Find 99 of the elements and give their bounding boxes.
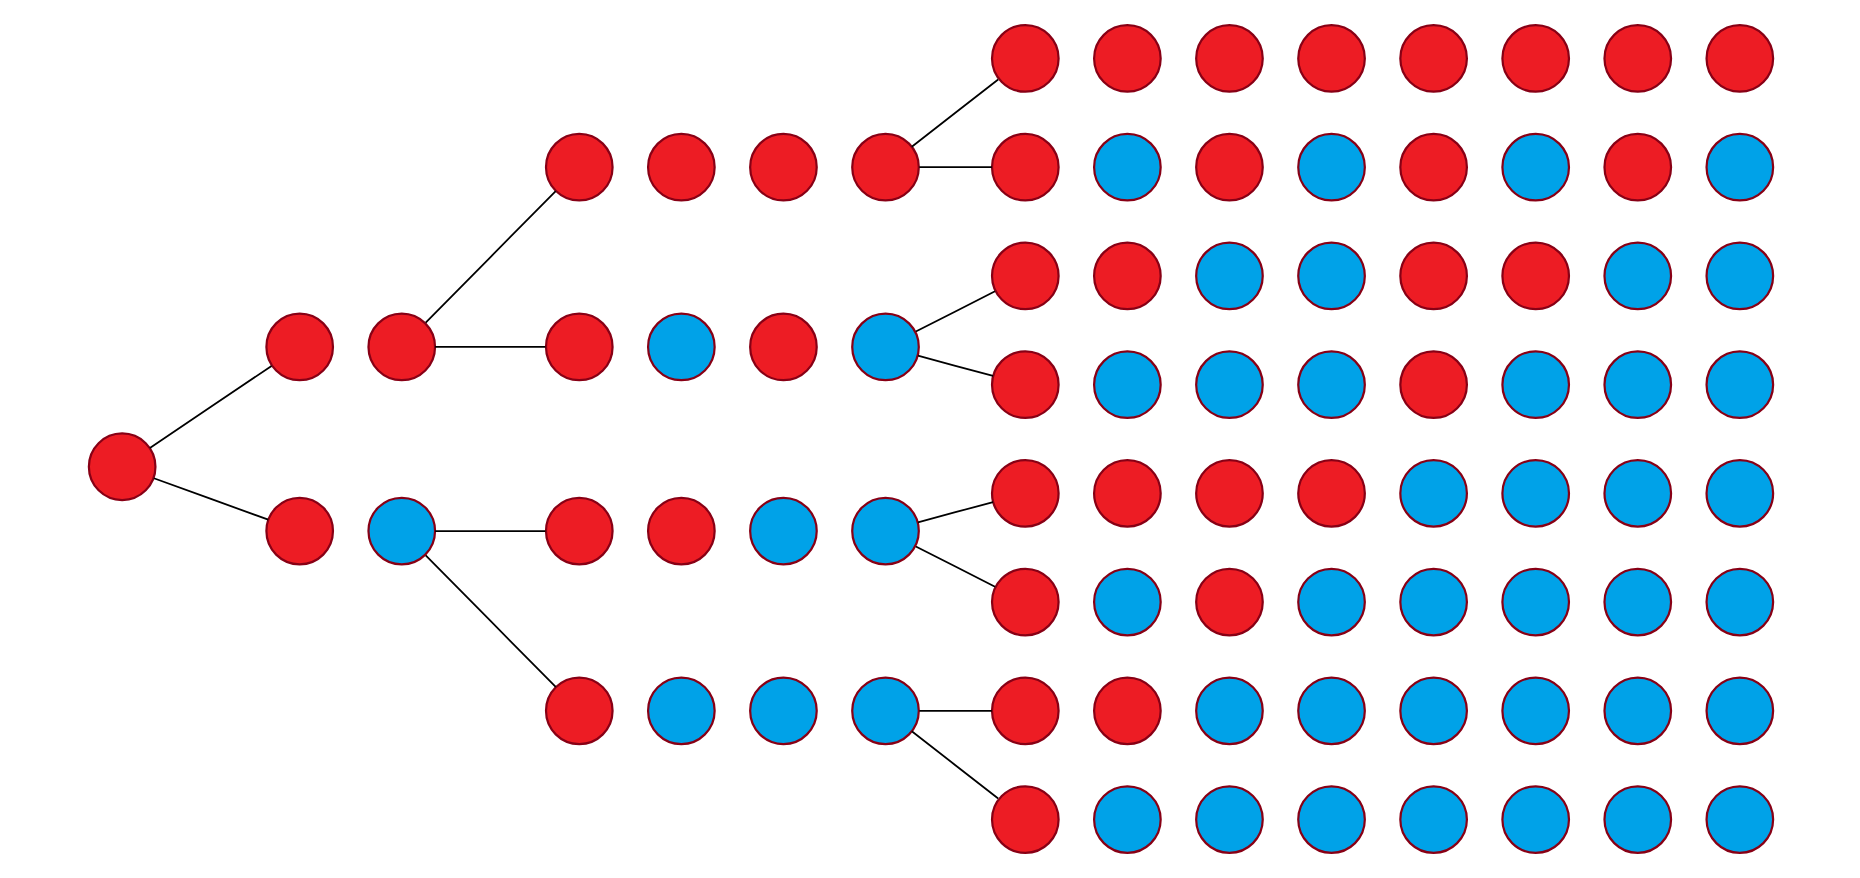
node-circle <box>989 567 1059 637</box>
node-circle <box>1092 785 1161 854</box>
connector <box>917 166 992 169</box>
node-circle <box>1194 132 1263 202</box>
node-circle <box>1194 350 1263 420</box>
node-circle <box>989 132 1059 202</box>
node-circle <box>1704 676 1774 746</box>
connector <box>913 290 995 333</box>
node-circle <box>1602 350 1672 420</box>
node-circle <box>1398 241 1467 311</box>
node-circle <box>1296 785 1365 854</box>
node-circle <box>1602 785 1672 854</box>
node-circle <box>1602 241 1672 311</box>
node-circle <box>989 350 1059 420</box>
node-circle <box>1398 567 1467 637</box>
node-circle <box>989 241 1059 311</box>
node-circle <box>1296 132 1365 202</box>
node-circle <box>1704 350 1774 420</box>
connector <box>917 709 992 712</box>
node-circle <box>264 496 334 566</box>
node-circle <box>543 676 613 746</box>
node-circle <box>1500 350 1570 420</box>
node-circle <box>543 496 613 566</box>
node-circle <box>1704 24 1774 93</box>
node-circle <box>1500 676 1570 746</box>
node-circle <box>1092 676 1161 746</box>
connector <box>433 346 546 348</box>
node-circle <box>543 312 613 382</box>
node-circle <box>1704 785 1774 854</box>
node-circle <box>850 132 919 202</box>
node-circle <box>1398 132 1467 202</box>
connector <box>433 530 546 532</box>
node-circle <box>1704 458 1774 528</box>
node-circle <box>850 676 919 746</box>
node-circle <box>1194 567 1263 637</box>
node-circle <box>1194 676 1263 746</box>
node-circle <box>748 132 817 202</box>
node-circle <box>989 24 1059 93</box>
node-circle <box>1704 567 1774 637</box>
node-circle <box>1296 676 1365 746</box>
node-circle <box>645 312 715 382</box>
connector <box>913 545 995 588</box>
node-circle <box>1398 24 1467 93</box>
node-circle <box>989 676 1059 746</box>
connector <box>909 78 999 148</box>
node-circle <box>1296 350 1365 420</box>
connector <box>916 354 993 377</box>
connector <box>423 190 556 324</box>
connector <box>909 730 999 800</box>
connector <box>152 477 269 521</box>
node-circle <box>850 312 919 382</box>
node-circle <box>1704 241 1774 311</box>
node-circle <box>1500 241 1570 311</box>
node-circle <box>1602 24 1672 93</box>
node-circle <box>1296 24 1365 93</box>
node-circle <box>1500 132 1570 202</box>
node-circle <box>989 458 1059 528</box>
node-circle <box>1602 567 1672 637</box>
node-circle <box>989 785 1059 854</box>
node-circle <box>1398 458 1467 528</box>
node-circle <box>1500 567 1570 637</box>
node-circle <box>748 496 817 566</box>
node-circle <box>1092 567 1161 637</box>
node-circle <box>1398 785 1467 854</box>
node-circle <box>645 676 715 746</box>
connector <box>916 501 993 524</box>
node-circle <box>1092 132 1161 202</box>
node-circle <box>645 496 715 566</box>
node-circle <box>1092 24 1161 93</box>
node-circle <box>850 496 919 566</box>
node-circle <box>264 312 334 382</box>
node-circle <box>1296 567 1365 637</box>
node-circle <box>1194 241 1263 311</box>
connector <box>423 554 556 688</box>
node-circle <box>748 312 817 382</box>
node-circle <box>1602 676 1672 746</box>
node-circle <box>1602 132 1672 202</box>
node-circle <box>1500 785 1570 854</box>
node-circle <box>366 496 436 566</box>
node-circle <box>1398 350 1467 420</box>
node-circle <box>1194 785 1263 854</box>
node-circle <box>543 132 613 202</box>
node-circle <box>1194 458 1263 528</box>
node-circle <box>1500 458 1570 528</box>
node-circle <box>1092 241 1161 311</box>
node-circle <box>1092 350 1161 420</box>
node-circle <box>1296 241 1365 311</box>
node-circle <box>86 432 156 502</box>
node-circle <box>1092 458 1161 528</box>
node-circle <box>366 312 436 382</box>
connector <box>148 365 272 449</box>
node-circle <box>748 676 817 746</box>
node-circle <box>1602 458 1672 528</box>
node-circle <box>1704 132 1774 202</box>
node-circle <box>1398 676 1467 746</box>
node-circle <box>645 132 715 202</box>
node-circle <box>1296 458 1365 528</box>
node-circle <box>1500 24 1570 93</box>
node-circle <box>1194 24 1263 93</box>
